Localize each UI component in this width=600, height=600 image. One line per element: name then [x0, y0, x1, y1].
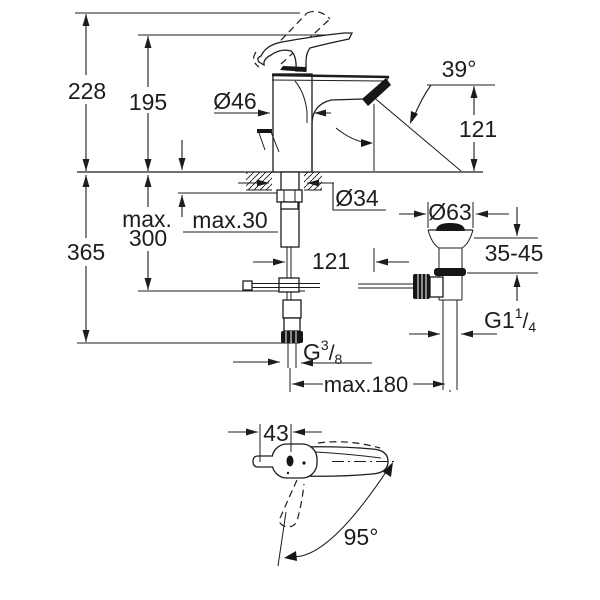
rod-cross-fitting — [278, 277, 300, 293]
dim-total-depth-label: 365 — [67, 239, 105, 265]
dim-body-diameter-label: Ø46 — [213, 88, 256, 114]
dim-spray-angle: 39° — [410, 56, 476, 124]
mounting-nut — [276, 189, 303, 203]
dim-supply-thread-label: G3/8 — [303, 337, 343, 367]
water-stream-line — [370, 94, 462, 172]
aerator-top-view — [286, 455, 294, 467]
dim-height-to-handle: 195 — [129, 36, 167, 171]
dim-waste-deck-range: 35-45 — [467, 207, 543, 301]
dim-body-diameter: Ø46 — [213, 88, 331, 117]
drain-cap — [436, 223, 465, 231]
spout-deck-bottom — [271, 79, 386, 82]
dim-spout-reach: 121 — [253, 248, 409, 274]
dim-install-depth: max. 300 — [122, 175, 172, 290]
dim-install-depth-label-2: 300 — [129, 225, 167, 251]
spout-stub-top-view — [252, 455, 273, 468]
dim-spout-reach-label: 121 — [312, 248, 350, 274]
dim-total-depth: 365 — [67, 175, 105, 342]
top-view: 43 95° — [228, 420, 398, 567]
dim-max-deck-thickness-label: max.30 — [192, 207, 267, 233]
dim-max-distance-label: max.180 — [324, 372, 408, 397]
supply-thread-denominator: 8 — [335, 351, 343, 367]
dim-total-height: 228 — [68, 14, 106, 171]
spout-deck-top — [271, 73, 390, 79]
rod-left-cap — [242, 280, 253, 291]
waste-thread-slash: / — [522, 310, 528, 333]
front-view: 228 195 Ø46 39° 121 — [67, 10, 543, 397]
spout-throat — [294, 80, 308, 123]
counter-hatch-left — [246, 172, 272, 190]
waste-thread-prefix: G1 — [484, 307, 515, 333]
dim-waste-flange-diameter-label: Ø63 — [428, 199, 471, 225]
supply-thread-numerator: 3 — [321, 337, 329, 353]
dim-swivel-angle-label: 95° — [344, 524, 379, 550]
mounting-washer — [280, 201, 299, 210]
dim-hole-diameter: Ø34 — [238, 179, 386, 211]
dim-supply-thread: G3/8 — [233, 337, 372, 367]
faucet-top-outline — [252, 443, 389, 479]
spout-reach-arrow — [335, 127, 373, 147]
dim-spout-height: 121 — [459, 86, 497, 171]
supply-thread-prefix: G — [303, 339, 321, 365]
dim-waste-deck-range-label: 35-45 — [485, 240, 544, 266]
drain-gasket — [434, 268, 466, 276]
detail-dot-2 — [286, 471, 290, 475]
dim-max-distance: max.180 — [292, 372, 445, 397]
braided-hose — [282, 299, 302, 319]
waste-thread-denominator: 4 — [528, 319, 536, 335]
handle-lever — [257, 32, 354, 72]
dim-height-to-handle-label: 195 — [129, 89, 167, 115]
dim-swivel-angle: 95° — [284, 462, 393, 561]
dim-total-height-label: 228 — [68, 78, 106, 104]
dim-handle-width: 43 — [228, 420, 322, 462]
dim-install-depth-label-1: max. — [122, 206, 172, 232]
centerlines — [277, 461, 398, 567]
handle-raised-dashed-outline — [253, 10, 331, 68]
supply-thread-slash: / — [329, 342, 335, 365]
counter-hatch-right — [304, 172, 322, 190]
drain-assembly — [413, 223, 474, 392]
dim-waste-thread: G11/4 — [409, 305, 536, 338]
dim-handle-width-label: 43 — [263, 420, 289, 446]
waste-thread-numerator: 1 — [515, 305, 523, 321]
rod-pivot-housing — [429, 276, 444, 298]
detail-dot-1 — [302, 461, 306, 465]
dim-max-deck-thickness: max.30 — [178, 140, 278, 233]
drain-tailpipe — [442, 300, 458, 390]
dim-spout-height-label: 121 — [459, 116, 497, 142]
hose-fitting — [283, 317, 301, 332]
supply-nut — [281, 331, 303, 343]
dim-waste-thread-label: G11/4 — [484, 305, 536, 335]
handle-shadow — [280, 66, 306, 72]
supply-and-rod — [242, 247, 413, 392]
body-top-view — [271, 443, 318, 479]
pull-rod-knob — [257, 129, 280, 153]
dim-spray-angle-label: 39° — [442, 56, 477, 82]
aerator — [362, 78, 391, 106]
dim-hole-diameter-label: Ø34 — [335, 185, 379, 211]
dim-waste-flange-diameter: Ø63 — [399, 199, 509, 228]
spout-underside — [311, 98, 364, 171]
faucet-body — [257, 32, 462, 173]
